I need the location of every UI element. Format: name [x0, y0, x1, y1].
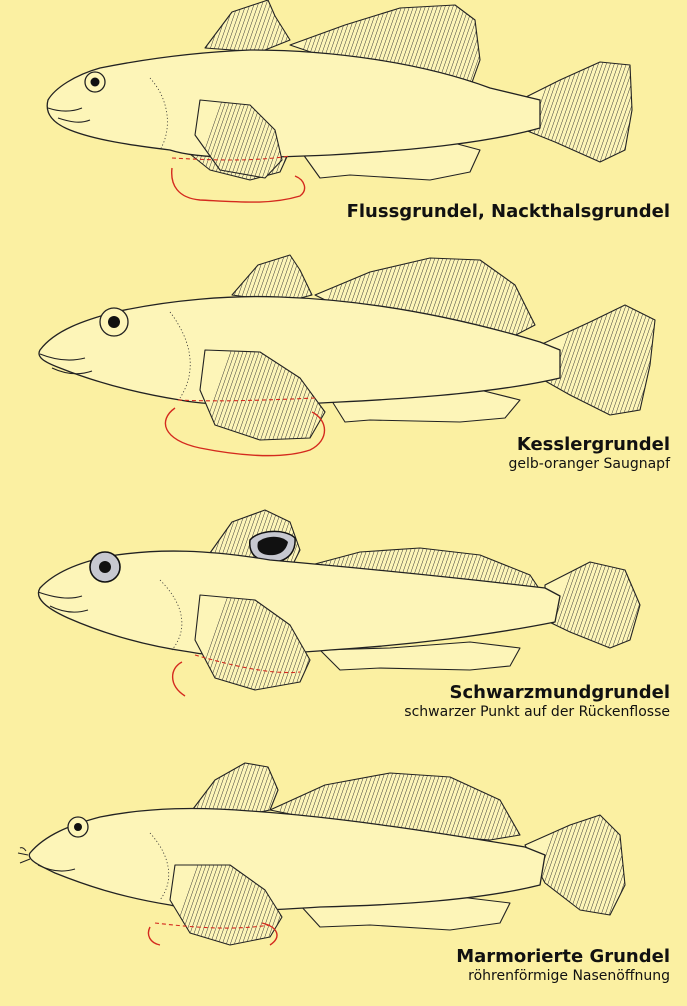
- fish-name: Marmorierte Grundel: [456, 947, 670, 968]
- fish-panel-kesslergrundel: Kesslergrundel gelb-oranger Saugnapf: [0, 250, 687, 490]
- fish-caption: Kesslergrundel gelb-oranger Saugnapf: [508, 435, 670, 472]
- fish-caption: Schwarzmundgrundel schwarzer Punkt auf d…: [404, 683, 670, 720]
- fish-panel-marmorierte-grundel: Marmorierte Grundel röhrenförmige Nasenö…: [0, 755, 687, 1006]
- fish-name: Flussgrundel, Nackthalsgrundel: [347, 202, 670, 223]
- fish-caption: Flussgrundel, Nackthalsgrundel: [347, 202, 670, 223]
- fish-subtitle: gelb-oranger Saugnapf: [508, 456, 670, 472]
- fish-subtitle: röhrenförmige Nasenöffnung: [456, 968, 670, 984]
- fish-panel-flussgrundel: Flussgrundel, Nackthalsgrundel: [0, 0, 687, 250]
- fish-panel-schwarzmundgrundel: Schwarzmundgrundel schwarzer Punkt auf d…: [0, 500, 687, 740]
- fish-name: Schwarzmundgrundel: [404, 683, 670, 704]
- fish-name: Kesslergrundel: [508, 435, 670, 456]
- fish-subtitle: schwarzer Punkt auf der Rückenflosse: [404, 704, 670, 720]
- fish-caption: Marmorierte Grundel röhrenförmige Nasenö…: [456, 947, 670, 984]
